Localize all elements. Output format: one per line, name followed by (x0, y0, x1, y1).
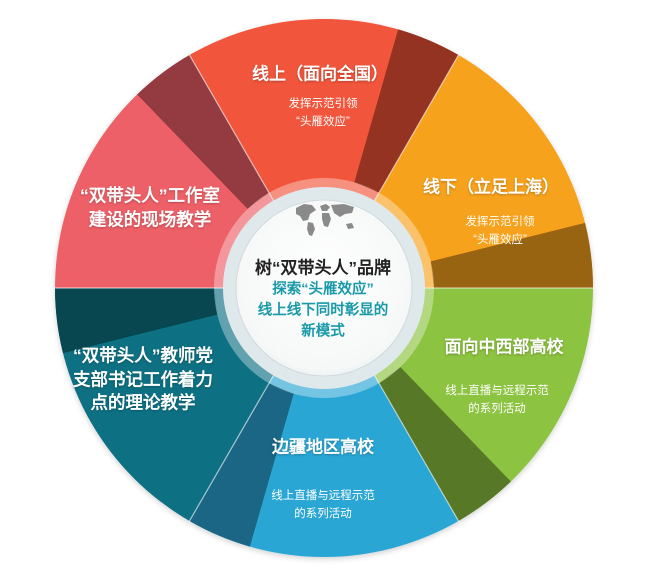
segment-offline-title: 线下（立足上海） (423, 177, 559, 197)
segment-border-subtitle: 线上直播与远程示范 的系列活动 (271, 490, 375, 520)
segment-central-west-title: 面向中西部高校 (444, 337, 564, 357)
segment-studio-title: “双带头人”工作室 建设的现场教学 (80, 185, 220, 229)
hub-subtitle: 探索“头雁效应” 线上线下同时彰显的 新模式 (257, 281, 389, 340)
hub-title: 树“双带头人”品牌 (255, 258, 391, 278)
hub-disc (235, 199, 413, 377)
segment-offline-subtitle: 发挥示范引领 “头雁效应” (465, 216, 535, 246)
segment-online-subtitle: 发挥示范引领 “头雁效应” (288, 98, 358, 128)
segment-border-title: 边疆地区高校 (272, 437, 374, 457)
world-map-icon (296, 204, 354, 236)
segment-theory-title: “双带头人”教师党 支部书记工作着力 点的理论教学 (73, 345, 213, 413)
segment-online-title: 线上（面向全国） (252, 64, 388, 84)
wedge-shade-online (354, 29, 459, 193)
wedge-shade-studio (137, 55, 269, 209)
wedge-shade-offline (430, 222, 593, 288)
wedge-shade-theory (55, 288, 218, 354)
segment-central-west-subtitle: 线上直播与远程示范 的系列活动 (445, 385, 549, 415)
wedge-shade-border (189, 383, 294, 547)
wedge-shade-central-west (379, 367, 511, 521)
